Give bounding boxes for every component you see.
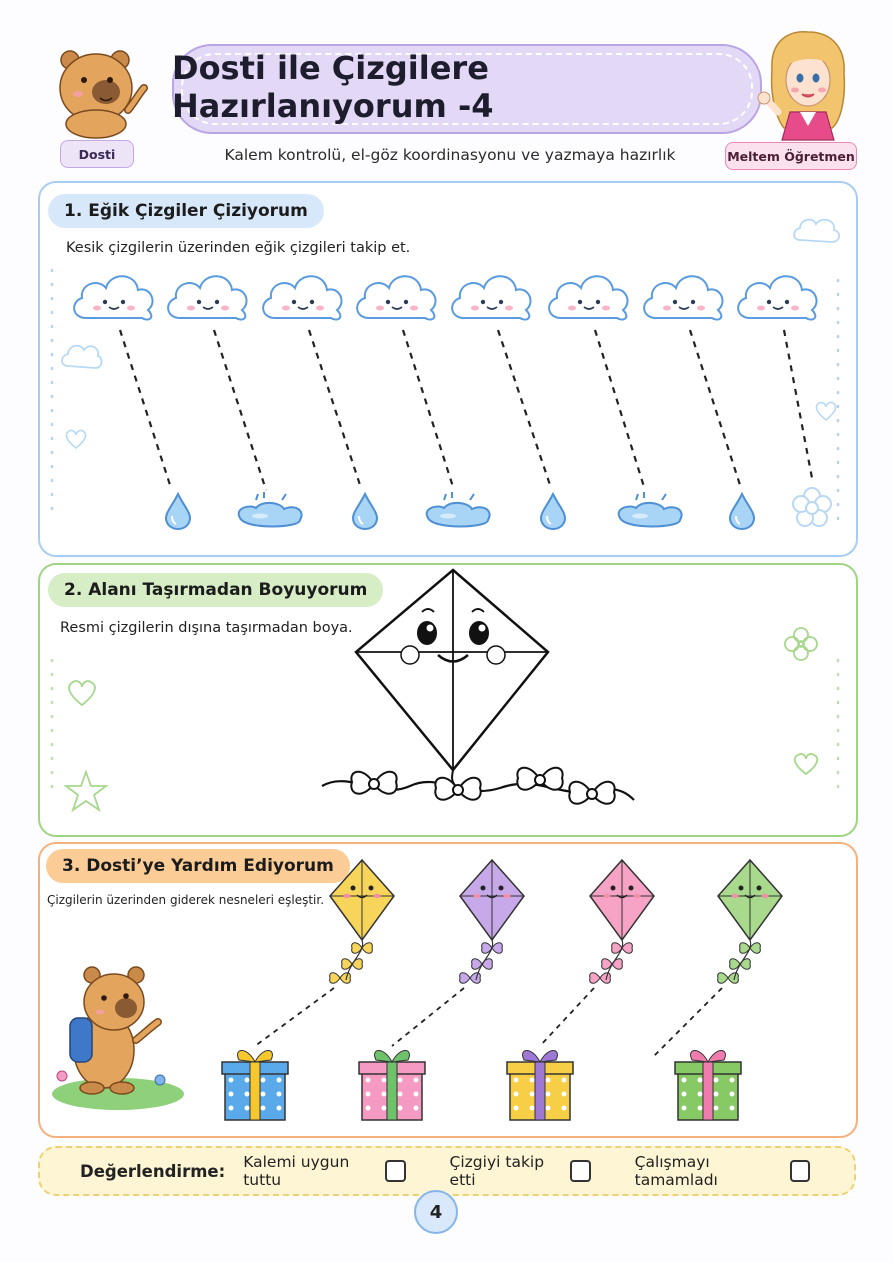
kite-tail-bow — [739, 942, 761, 954]
page-subtitle: Kalem kontrolü, el-göz koordinasyonu ve … — [224, 146, 676, 164]
eval-item-completed: Çalışmayı tamamladı — [635, 1153, 810, 1189]
star-icon — [63, 769, 109, 813]
section2-heading: 2. Alanı Taşırmadan Boyuyorum — [48, 573, 384, 607]
gift-box-icon — [674, 1050, 742, 1121]
kite-icon — [329, 858, 395, 942]
kite-tail-bow — [611, 942, 633, 954]
checkbox-completed[interactable] — [789, 1160, 810, 1182]
eval-item-holding-pencil: Kalemi uygun tuttu — [243, 1153, 406, 1189]
kite-tail-bow — [729, 958, 751, 970]
kite-tail-bow — [341, 958, 363, 970]
kite-coloring-picture[interactable] — [321, 568, 635, 805]
kite-icon — [717, 858, 783, 942]
teacher-tag: Meltem Öğretmen — [725, 142, 857, 170]
kite-icon — [459, 858, 525, 942]
heart-icon — [793, 753, 819, 776]
teacher-avatar — [757, 31, 846, 141]
checkbox-holding-pencil[interactable] — [385, 1160, 406, 1182]
eval-item-following-line: Çizgiyi takip etti — [450, 1153, 591, 1189]
evaluation-label: Değerlendirme: — [80, 1161, 226, 1181]
section1-instruction: Kesik çizgilerin üzerinden eğik çizgiler… — [66, 240, 411, 256]
section3-instruction: Çizgilerin üzerinden giderek nesneleri e… — [47, 893, 325, 907]
gift-box-icon — [506, 1050, 574, 1121]
heart-icon — [65, 429, 87, 449]
kite-tail-bow — [471, 958, 493, 970]
gift-box-icon — [358, 1050, 426, 1121]
title-banner — [172, 44, 762, 134]
kite-tail-bow — [481, 942, 503, 954]
dosti-bear-backpack — [52, 966, 184, 1110]
small-cloud-icon — [61, 344, 103, 369]
clover-icon — [784, 627, 818, 661]
kite-tail-bow — [717, 972, 739, 984]
dosti-bear-header — [59, 50, 148, 139]
small-cloud-icon — [793, 218, 840, 243]
section-slanted-lines — [38, 181, 858, 557]
kite-icon — [589, 858, 655, 942]
dosti-tag: Dosti — [60, 140, 134, 168]
kite-gift-matching[interactable] — [221, 858, 783, 1121]
checkbox-following-line[interactable] — [570, 1160, 591, 1182]
page-title: Dosti ile Çizgilere Hazırlanıyorum -4 — [172, 49, 494, 125]
flower-icon — [792, 487, 832, 527]
gift-box-icon — [221, 1050, 289, 1121]
section3-heading: 3. Dosti’ye Yardım Ediyorum — [46, 849, 350, 883]
section1-heading: 1. Eğik Çizgiler Çiziyorum — [48, 194, 324, 228]
heart-icon — [68, 680, 96, 707]
page-number: 4 — [414, 1190, 458, 1234]
evaluation-bar: Değerlendirme: Kalemi uygun tuttu Çizgiy… — [38, 1146, 856, 1196]
kite-tail-bow — [351, 942, 373, 954]
section2-instruction: Resmi çizgilerin dışına taşırmadan boya. — [60, 620, 353, 636]
slanted-lines-row — [73, 275, 832, 530]
kite-tail-bow — [589, 972, 611, 984]
heart-icon — [815, 401, 837, 421]
